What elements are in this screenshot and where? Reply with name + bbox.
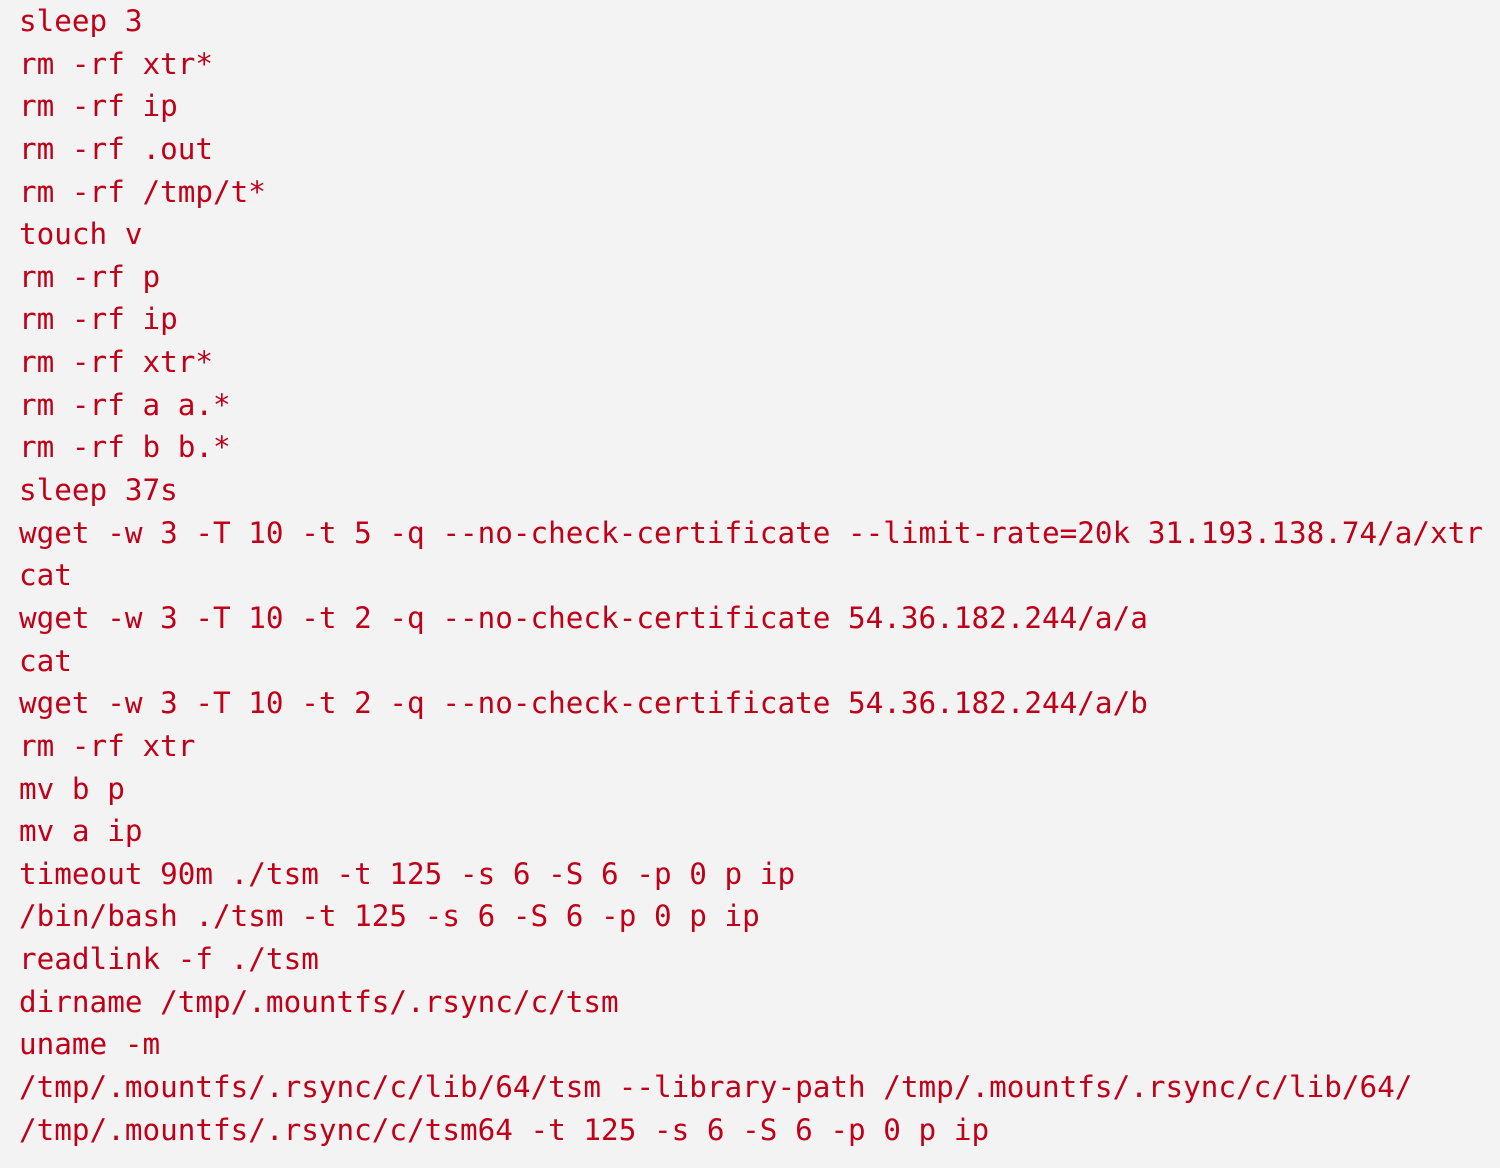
command-line: rm -rf xtr* — [19, 345, 214, 380]
command-line: rm -rf /tmp/t* — [19, 174, 266, 209]
command-line: rm -rf ip — [19, 302, 178, 337]
command-line: sleep 3 — [19, 4, 143, 38]
command-line: rm -rf b b.* — [19, 430, 231, 465]
command-line: rm -rf xtr — [19, 728, 196, 763]
command-line: uname -m — [19, 1027, 161, 1062]
command-line: cat — [19, 558, 72, 593]
command-line: dirname /tmp/.mountfs/.rsync/c/tsm — [19, 984, 619, 1019]
command-line: rm -rf xtr* — [19, 46, 214, 81]
command-line: mv b p — [19, 771, 125, 806]
command-line: rm -rf p — [19, 259, 161, 294]
command-line: sleep 37s — [19, 473, 178, 508]
command-line: /tmp/.mountfs/.rsync/c/lib/64/tsm --libr… — [19, 1070, 1413, 1105]
command-line: mv a ip — [19, 814, 143, 849]
command-line: rm -rf ip — [19, 89, 178, 124]
command-line: /bin/bash ./tsm -t 125 -s 6 -S 6 -p 0 p … — [19, 899, 760, 934]
command-line: wget -w 3 -T 10 -t 2 -q --no-check-certi… — [19, 686, 1148, 721]
command-list: sleep 3 rm -rf xtr* rm -rf ip rm -rf .ou… — [19, 0, 1500, 1151]
command-line: readlink -f ./tsm — [19, 942, 319, 977]
command-line: cat — [19, 643, 72, 678]
command-line: rm -rf a a.* — [19, 387, 231, 422]
command-line: touch v — [19, 217, 143, 252]
command-line: timeout 90m ./tsm -t 125 -s 6 -S 6 -p 0 … — [19, 856, 796, 891]
command-line: wget -w 3 -T 10 -t 2 -q --no-check-certi… — [19, 600, 1148, 635]
command-line: rm -rf .out — [19, 131, 214, 166]
command-line: /tmp/.mountfs/.rsync/c/tsm64 -t 125 -s 6… — [19, 1112, 990, 1147]
command-line: wget -w 3 -T 10 -t 5 -q --no-check-certi… — [19, 515, 1483, 550]
